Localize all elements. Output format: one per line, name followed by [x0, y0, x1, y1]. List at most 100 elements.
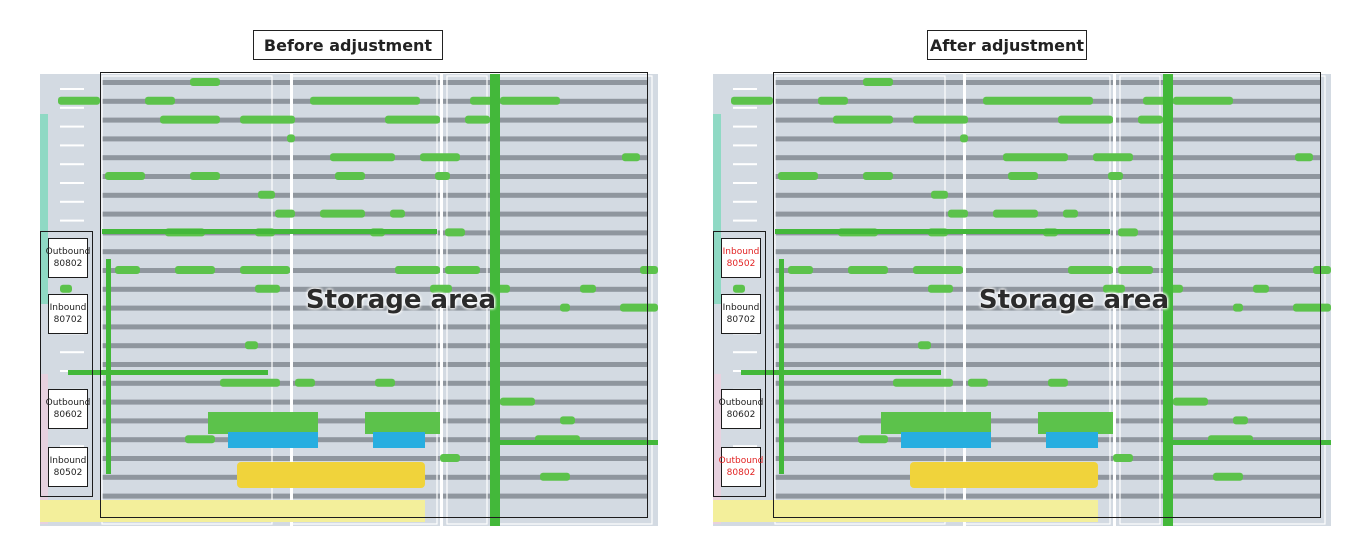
occupied-slot [1118, 228, 1138, 237]
occupied-slot [470, 96, 495, 105]
occupied-slot [145, 96, 175, 105]
station-blue [373, 432, 425, 448]
horizontal-conveyor [741, 370, 941, 375]
aisle-dot [60, 200, 84, 203]
occupied-slot [848, 266, 888, 274]
station-yellow [237, 462, 425, 488]
occupied-slot [948, 209, 968, 218]
occupied-slot [185, 435, 215, 444]
occupied-slot [500, 397, 535, 406]
rack-row [775, 117, 1320, 123]
aisle-line [290, 74, 293, 526]
occupied-slot [1233, 416, 1248, 425]
occupied-slot [1138, 115, 1163, 124]
port-code: 80602 [726, 410, 756, 420]
occupied-slot [993, 209, 1038, 218]
port-type: Inbound [722, 247, 760, 257]
rack-block [1119, 75, 1161, 525]
occupied-slot [330, 153, 395, 162]
station-blue [1046, 432, 1098, 448]
station-yellow [910, 462, 1098, 488]
occupied-slot [430, 284, 452, 293]
aisle-dot [733, 200, 757, 203]
aisle-dot [733, 163, 757, 166]
port-code: 80802 [726, 468, 756, 478]
rack-row [102, 80, 647, 85]
rack-block [774, 75, 946, 525]
vertical-conveyor [779, 259, 784, 474]
occupied-slot [175, 266, 215, 274]
port-group [40, 231, 93, 497]
station-green [365, 412, 440, 434]
occupied-slot [500, 96, 560, 105]
rack-row [102, 286, 647, 292]
occupied-slot [778, 172, 818, 180]
vertical-conveyor [1163, 74, 1173, 526]
occupied-slot [160, 115, 220, 124]
aisle-dot [733, 182, 757, 184]
vertical-conveyor [106, 259, 111, 474]
occupied-slot [960, 134, 968, 143]
rack-row [775, 324, 1320, 330]
occupied-slot [913, 115, 968, 124]
port-type: Inbound [49, 456, 87, 466]
occupied-slot [390, 209, 405, 218]
rack-row [775, 268, 1320, 273]
rack-row [102, 211, 647, 217]
occupied-slot [788, 266, 813, 274]
storage-area-frame [100, 72, 648, 518]
aisle-dot [60, 125, 84, 128]
aisle-dot [60, 144, 84, 147]
station-blue [228, 432, 318, 448]
rack-row [102, 324, 647, 330]
aisle-dot [733, 445, 757, 448]
occupied-slot [858, 435, 888, 444]
occupied-slot [1233, 303, 1243, 312]
aisle-dot [60, 182, 84, 184]
port-box-4[interactable]: Outbound 80802 [718, 447, 764, 487]
occupied-slot [420, 153, 460, 162]
rack-row [102, 117, 647, 123]
horizontal-conveyor [1168, 440, 1331, 445]
occupied-slot [1048, 378, 1068, 387]
aisle-dot [733, 88, 757, 90]
rack-row [775, 343, 1320, 349]
port-type: Outbound [45, 398, 91, 408]
port-type: Outbound [718, 456, 764, 466]
side-strip [40, 374, 48, 524]
storage-area-frame [773, 72, 1321, 518]
occupied-slot [560, 416, 575, 425]
storage-layout-graphic [713, 74, 1331, 526]
occupied-slot [620, 303, 658, 312]
rack-row [775, 493, 1320, 499]
occupied-slot [258, 190, 275, 199]
occupied-slot [733, 284, 745, 293]
occupied-slot [1093, 153, 1133, 162]
occupied-slot [1008, 172, 1038, 180]
occupied-slot [240, 266, 290, 274]
horizontal-conveyor [68, 370, 268, 375]
horizontal-conveyor [775, 229, 1110, 234]
occupied-slot [395, 266, 440, 274]
aisle-dot [733, 219, 757, 222]
occupied-slot [640, 266, 658, 274]
occupied-slot [1253, 284, 1269, 293]
occupied-slot [1063, 209, 1078, 218]
occupied-slot [465, 115, 490, 124]
aisle-line [1113, 74, 1116, 526]
rack-row [775, 399, 1320, 405]
horizontal-conveyor [102, 229, 437, 234]
occupied-slot [335, 172, 365, 180]
occupied-slot [440, 454, 460, 462]
rack-block [446, 75, 488, 525]
occupied-slot [818, 96, 848, 105]
rack-row [102, 174, 647, 179]
